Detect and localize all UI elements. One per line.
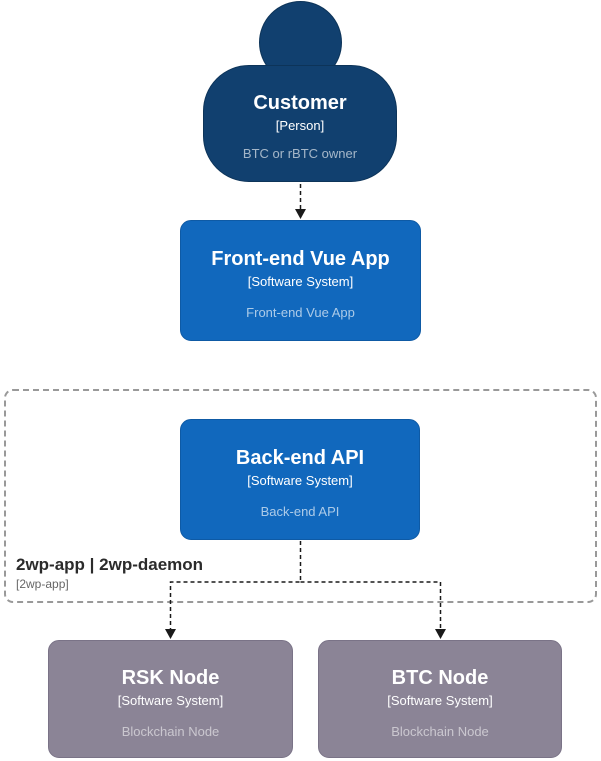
node-customer-type: [Person] <box>275 118 325 133</box>
boundary-label: 2wp-app | 2wp-daemon [2wp-app] <box>16 555 203 591</box>
node-backend-api[interactable]: Back-end API [Software System] Back-end … <box>180 419 420 540</box>
node-btc-name: BTC Node <box>391 667 489 689</box>
node-rsk-description: Blockchain Node <box>121 724 220 739</box>
node-rsk-type: [Software System] <box>117 693 224 708</box>
node-backend-description: Back-end API <box>260 504 340 519</box>
boundary-type: [2wp-app] <box>16 577 69 591</box>
node-rsk-name: RSK Node <box>121 667 220 689</box>
node-frontend-name: Front-end Vue App <box>211 248 390 270</box>
boundary-name: 2wp-app | 2wp-daemon <box>16 554 204 574</box>
node-rsk-node[interactable]: RSK Node [Software System] Blockchain No… <box>48 640 293 758</box>
node-backend-name: Back-end API <box>235 447 365 469</box>
node-frontend-type: [Software System] <box>247 274 354 289</box>
node-btc-description: Blockchain Node <box>391 724 489 739</box>
arrow-customer-to-frontend <box>295 184 306 219</box>
node-customer-name: Customer <box>253 92 347 114</box>
node-frontend-vue-app[interactable]: Front-end Vue App [Software System] Fron… <box>180 220 421 341</box>
node-btc-type: [Software System] <box>387 693 493 708</box>
node-btc-node[interactable]: BTC Node [Software System] Blockchain No… <box>318 640 562 758</box>
node-backend-type: [Software System] <box>247 473 353 488</box>
node-customer-description: BTC or rBTC owner <box>242 146 358 161</box>
node-customer[interactable]: Customer [Person] BTC or rBTC owner <box>203 65 397 182</box>
node-frontend-description: Front-end Vue App <box>246 305 355 320</box>
